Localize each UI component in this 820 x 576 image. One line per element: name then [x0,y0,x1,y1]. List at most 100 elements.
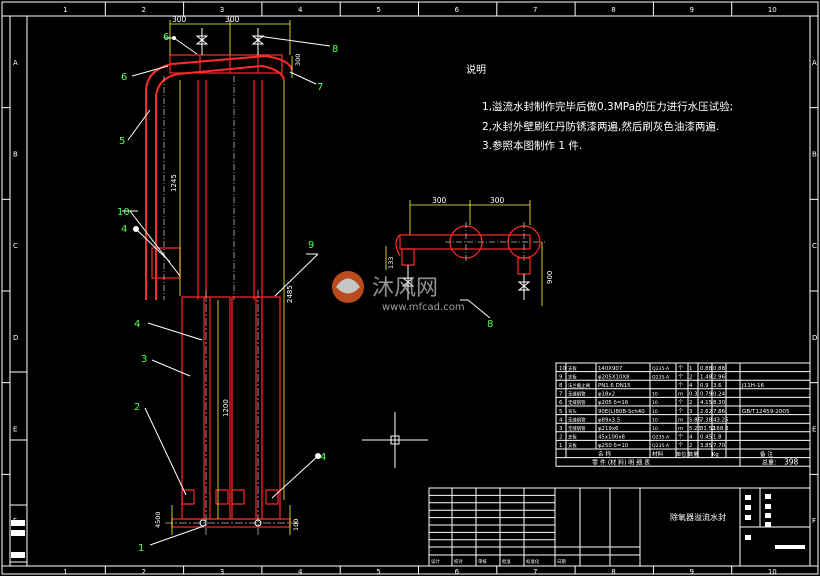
frame-col-number: 5 [376,568,380,576]
parts-row-total-weight: 1.8 [713,435,722,441]
callout-6-top: 6 [163,32,169,43]
parts-row-spec: PN1.6 DN15 [598,383,631,389]
frame-col-number: 4 [298,6,303,14]
watermark-brand: 沐风网 [372,276,438,301]
parts-row-no: 2 [559,435,562,441]
parts-row-spec: 45x100x8 [598,435,626,441]
parts-row-no: 4 [559,417,563,423]
callout-2: 2 [134,402,140,413]
parts-row-qty: 0.3 [689,392,698,398]
note-item-1: 1,溢流水封制作完毕后做0.3MPa的压力进行水压试验; [482,100,733,113]
drawing-name: 除氧器溢流水封 [670,512,726,522]
dim-top-left: 300 [172,15,187,24]
parts-row-no: 6 [559,400,563,406]
frame-col-number: 9 [690,6,694,14]
parts-row-unit-weight: 2.62 [700,409,712,415]
parts-row-unit-weight: 31.52 [700,426,715,432]
parts-row-unit-weight: 0.45 [700,435,712,441]
frame-col-number: 8 [611,6,615,14]
parts-row-qty: 4 [689,435,693,441]
parts-row-unit: m [678,417,683,423]
parts-row-no: 7 [559,392,562,398]
parts-row-spec: φ18x2 [598,392,615,398]
callout-6-left: 6 [121,72,127,83]
parts-row-material: 10 [652,409,658,415]
parts-row-note: J11H-16 [741,383,765,389]
parts-row-unit: 个 [678,434,684,441]
frame-col-number: 6 [455,6,460,14]
frame-row-letter: F [812,517,816,525]
parts-row-total-weight: 43.25 [713,417,728,423]
parts-header-material: 材料 [652,450,664,458]
valve-icon-left [195,28,209,55]
parts-row-code: 无缝钢管 [568,399,586,406]
parts-row-unit-weight: 4.15 [700,400,712,406]
callout-3: 3 [141,354,147,365]
parts-footer-label: 零 件 (材 料) 明 细 表 [592,458,650,466]
title-sign-label: 标准化 [526,558,540,565]
parts-row-spec: φ205X10X8 [598,374,630,380]
parts-header-weight: Kg [712,452,719,458]
top-plan-view: 300 300 133 900 8 [385,196,554,330]
callout-10: 10 [117,207,130,218]
parts-row-unit: 个 [678,408,684,415]
parts-row-unit-weight: 0.9 [700,383,709,389]
frame-row-letter: B [13,151,18,159]
frame-col-number: 10 [768,568,777,576]
note-item-2: 2,水封外壁刷红丹防锈漆两遍,然后刷灰色油漆两遍. [482,120,719,133]
frame-col-number: 7 [533,568,537,576]
parts-row-unit: 个 [678,373,684,380]
frame-row-letter: B [812,151,817,159]
callout-4-lower: 4 [320,452,326,463]
parts-row-total-weight: 168.8 [713,426,729,432]
parts-row-code: 支板 [568,434,577,441]
parts-row-material: Q235-A [652,374,670,380]
callout-9: 9 [308,240,314,251]
parts-row-qty: 2 [689,443,692,449]
parts-row-material: Q235-A [652,443,670,449]
parts-row-code: 弯头 [568,408,577,415]
parts-row-spec: φ219x6 [598,426,619,432]
parts-row-material: 10 [652,400,658,406]
parts-row-total-weight: 8.30 [713,400,726,406]
frame-row-letter: C [13,242,18,250]
dim-1200: 1200 [222,399,230,417]
callout-8: 8 [332,44,338,55]
frame-col-number: 4 [298,568,303,576]
parts-row-note: GB/T12459-2005 [742,409,790,415]
plan-dim-height: 900 [546,271,554,284]
parts-row-code: 无缝钢管 [568,416,586,423]
title-sign-label: 校对 [454,558,463,565]
parts-row-total-weight: 7.70 [713,443,726,449]
dimensions-main: 300 300 300 1245 2485 1200 100 4500 [154,15,302,535]
parts-row-total-weight: 7.86 [713,409,726,415]
plan-dim-side: 133 [387,257,395,269]
frame-col-number: 1 [63,6,67,14]
parts-row-no: 1 [559,443,562,449]
parts-row-unit-weight: 1.48 [700,374,713,380]
parts-row-total-weight: 3.6 [713,383,722,389]
parts-header-qty: 数量 [688,450,698,458]
main-elevation-view: 300 300 300 1245 2485 1200 100 4500 6 8 … [117,15,338,554]
parts-row-material: 10 [652,417,658,423]
plan-dim-left: 300 [432,196,447,205]
parts-row-spec: 90E(L)80B-Sch40 [598,409,645,415]
watermark: 沐风网 www.mfcad.com [332,271,465,313]
parts-row-no: 10 [559,366,566,372]
callout-7: 7 [317,82,323,93]
brand-logo-icon [332,271,364,303]
title-sign-label: 批准 [502,558,511,565]
dim-2485: 2485 [286,285,294,303]
parts-row-unit-weight: 0.79 [700,392,713,398]
parts-row-code: 支板 [568,365,577,372]
parts-row-no: 3 [559,426,562,432]
parts-row-qty: 5.86 [689,417,702,423]
frame-col-number: 9 [690,568,694,576]
dim-small: 4500 [154,511,162,528]
parts-row-unit: m [678,392,683,398]
parts-row-qty: 2 [689,374,692,380]
title-sign-label: 日期 [557,559,566,565]
parts-header-note: 备 注 [760,450,773,458]
callout-1: 1 [138,543,144,554]
